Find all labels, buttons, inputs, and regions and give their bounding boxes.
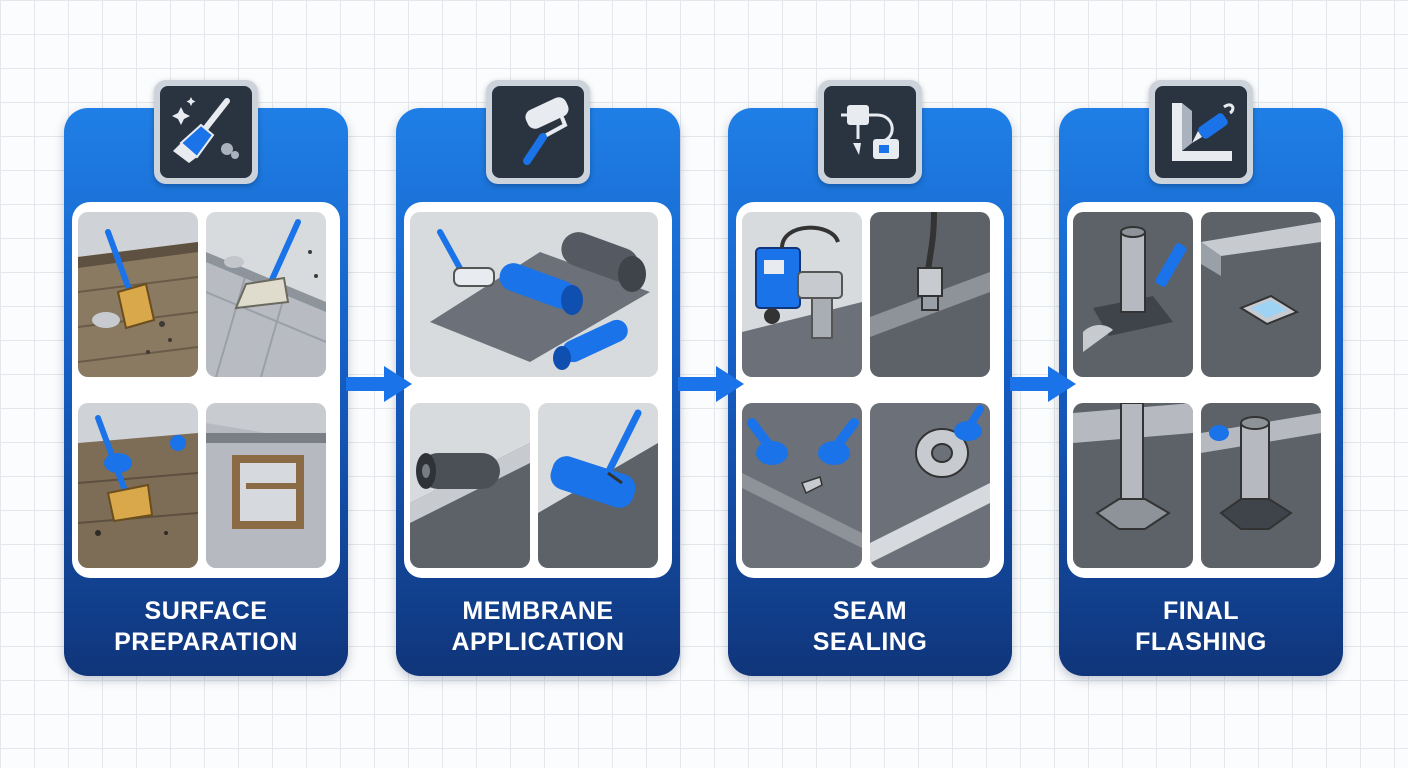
step-icon-box <box>154 80 258 184</box>
step-label-line2: APPLICATION <box>451 628 625 656</box>
step-label-line1: SURFACE <box>144 597 268 625</box>
illustration-panel <box>72 202 340 578</box>
step-label-line1: SEAM <box>832 597 908 625</box>
step-label-line2: SEALING <box>812 628 928 656</box>
next-step-arrow-icon <box>1010 366 1076 402</box>
step-card-membrane-application: MEMBRANE APPLICATION <box>396 80 680 676</box>
step-card-seam-sealing: SEAM SEALING <box>728 80 1012 676</box>
step-card-final-flashing: FINAL FLASHING <box>1059 80 1343 676</box>
step-label: FINAL FLASHING <box>1059 596 1343 658</box>
trimming-seam-illustration <box>742 403 862 568</box>
roof-deck-frame-illustration <box>206 403 326 568</box>
brushing-surface-illustration <box>206 212 326 377</box>
rolling-membrane-illustration <box>410 212 658 377</box>
step-label-line1: FINAL <box>1162 597 1240 625</box>
step-label-line2: FLASHING <box>1135 628 1267 656</box>
step-label-line2: PREPARATION <box>114 628 298 656</box>
sealant-tube-icon <box>1172 103 1235 161</box>
step-icon-box <box>818 80 922 184</box>
wall-pipe-flashing-illustration <box>1073 403 1193 568</box>
sweeping-debris-illustration <box>78 212 198 377</box>
membrane-roll-illustration <box>410 403 530 568</box>
step-icon-box <box>1149 80 1253 184</box>
step-label: MEMBRANE APPLICATION <box>396 596 680 658</box>
step-card-surface-preparation: SURFACE PREPARATION <box>64 80 348 676</box>
next-step-arrow-icon <box>678 366 744 402</box>
pipe-boot-sealant-illustration <box>1073 212 1193 377</box>
step-label-line1: MEMBRANE <box>462 597 614 625</box>
roller-pressing-membrane-illustration <box>538 403 658 568</box>
hot-air-welder-illustration <box>742 212 862 377</box>
paint-roller-icon <box>523 97 569 165</box>
seam-nozzle-illustration <box>870 212 990 377</box>
illustration-panel <box>1067 202 1335 578</box>
step-icon-box <box>486 80 590 184</box>
heat-welder-icon <box>841 105 899 159</box>
broom-icon <box>172 97 239 163</box>
illustration-panel <box>404 202 672 578</box>
skylight-curb-illustration <box>1201 212 1321 377</box>
step-label: SURFACE PREPARATION <box>64 596 348 658</box>
step-label: SEAM SEALING <box>728 596 1012 658</box>
seam-tape-illustration <box>870 403 990 568</box>
illustration-panel <box>736 202 1004 578</box>
hand-scrubbing-illustration <box>78 403 198 568</box>
pipe-flashing-finish-illustration <box>1201 403 1321 568</box>
next-step-arrow-icon <box>346 366 412 402</box>
